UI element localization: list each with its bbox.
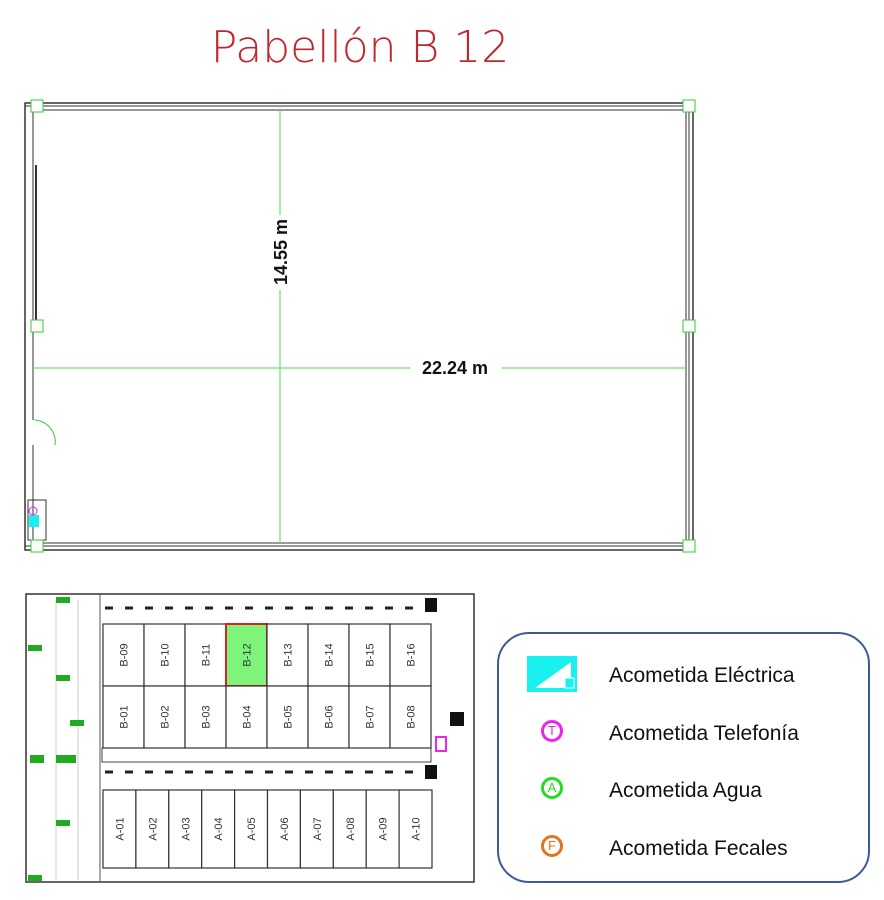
- unit: [398, 789, 433, 869]
- unit-label: A-07: [312, 817, 324, 840]
- unit-label: B-09: [119, 643, 131, 666]
- legend-label: Acometida Fecales: [609, 837, 788, 860]
- unit: [225, 685, 268, 749]
- unit-label: B-06: [324, 705, 336, 728]
- unit: [102, 789, 137, 869]
- unit-label: A-03: [180, 817, 192, 840]
- legend-item-water: A Acometida Agua: [499, 767, 868, 807]
- unit-label: B-10: [160, 643, 172, 666]
- unit-label: A-09: [378, 817, 390, 840]
- electric-entry-icon: [28, 506, 39, 527]
- unit: [102, 685, 145, 749]
- unit: [135, 789, 170, 869]
- unit: [307, 685, 350, 749]
- unit: [168, 789, 203, 869]
- unit-label: B-11: [201, 644, 213, 666]
- unit: [348, 685, 391, 749]
- unit-label: B-12: [242, 643, 254, 666]
- unit-label: A-08: [345, 817, 357, 840]
- column-markers: [30, 99, 696, 553]
- unit: [389, 623, 432, 687]
- unit: [234, 789, 269, 869]
- unit-label: B-08: [406, 705, 418, 728]
- legend-label: Acometida Eléctrica: [609, 664, 795, 687]
- water-icon: A: [541, 777, 563, 799]
- site-plan: B-09 B-10 B-11 B-12 B-13 B-14 B-15 B-16B-01 B-02…: [25, 593, 475, 883]
- unit: [389, 685, 432, 749]
- unit-label: B-01: [119, 705, 131, 728]
- unit-label: A-04: [213, 817, 225, 840]
- unit-label: B-13: [283, 643, 295, 666]
- unit-label: A-02: [147, 817, 159, 840]
- unit-label: A-01: [114, 817, 126, 840]
- telephone-icon: T: [541, 720, 563, 742]
- unit: [365, 789, 400, 869]
- unit: [184, 623, 227, 687]
- unit-label: A-10: [411, 817, 423, 840]
- unit-label: B-07: [365, 705, 377, 728]
- legend: Acometida Eléctrica T Acometida Telefoní…: [497, 632, 870, 883]
- unit-label: B-03: [201, 705, 213, 728]
- width-dimension-label: 22.24 m: [422, 358, 488, 378]
- dimension-lines: [33, 110, 686, 543]
- legend-label: Acometida Telefonía: [609, 722, 799, 745]
- unit-label: B-04: [242, 705, 254, 728]
- legend-label: Acometida Agua: [609, 779, 762, 802]
- unit: [184, 685, 227, 749]
- unit-label: A-06: [279, 817, 291, 840]
- unit-label: B-05: [283, 705, 295, 728]
- unit: [102, 623, 145, 687]
- unit: [266, 685, 309, 749]
- unit: [266, 789, 302, 869]
- pavilion-walls: [24, 102, 694, 551]
- unit-label: B-14: [324, 643, 336, 666]
- legend-item-telephone: T Acometida Telefonía: [499, 710, 868, 750]
- page-title: Pabellón B 12: [210, 22, 510, 73]
- unit-label: B-16: [406, 643, 418, 666]
- unit-label: B-02: [160, 705, 172, 728]
- unit: [299, 789, 334, 869]
- unit-label: A-05: [246, 817, 258, 840]
- legend-item-sewage: F Acometida Fecales: [499, 825, 868, 865]
- electric-icon: [527, 656, 577, 692]
- unit-label: B-15: [365, 643, 377, 666]
- sewage-icon: F: [541, 835, 563, 857]
- height-dimension-label: 14.55 m: [271, 219, 291, 285]
- legend-item-electric: Acometida Eléctrica: [499, 652, 868, 692]
- unit: [143, 685, 186, 749]
